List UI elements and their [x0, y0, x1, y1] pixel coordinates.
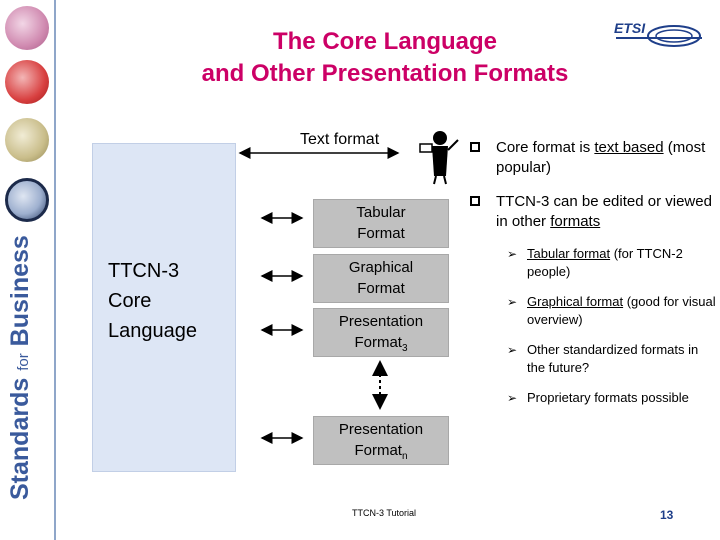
bullet-item: Core format is text based (most popular)	[470, 138, 718, 176]
format-box-presentation-3: Presentation Format3	[313, 308, 449, 357]
page-number: 13	[660, 508, 674, 522]
text-format-label: Text format	[300, 131, 380, 148]
globe-image	[5, 118, 49, 162]
core-language-box	[92, 143, 236, 472]
footer-text: TTCN-3 Tutorial	[352, 508, 417, 518]
logo-text: ETSI	[614, 20, 646, 36]
arrow-bullet-icon: ➢	[507, 343, 518, 357]
checkbox-bullet-icon	[470, 142, 480, 152]
core-language-label: TTCN-3 Core Language	[108, 260, 197, 342]
format-box-tabular: Tabular Format	[313, 199, 449, 248]
slide-title: The Core Language and Other Presentation…	[201, 28, 569, 87]
bullet-item: TTCN-3 can be edited or viewed in other …	[470, 192, 718, 230]
globe-image	[5, 60, 49, 104]
etsi-logo: ETSI	[614, 18, 704, 58]
globe-image	[5, 6, 49, 50]
globe-image	[5, 178, 49, 222]
arrow-bullet-icon: ➢	[507, 247, 518, 261]
side-strip: Standards for Business	[0, 0, 56, 540]
arrow-bullet-icon: ➢	[507, 295, 518, 309]
person-icon	[419, 131, 459, 185]
format-box-presentation-n: Presentation Formatn	[313, 416, 449, 465]
arrow-bullet-icon: ➢	[507, 391, 518, 405]
etsi-logo-icon	[616, 25, 702, 47]
format-box-graphical: Graphical Format	[313, 254, 449, 303]
checkbox-bullet-icon	[470, 196, 480, 206]
